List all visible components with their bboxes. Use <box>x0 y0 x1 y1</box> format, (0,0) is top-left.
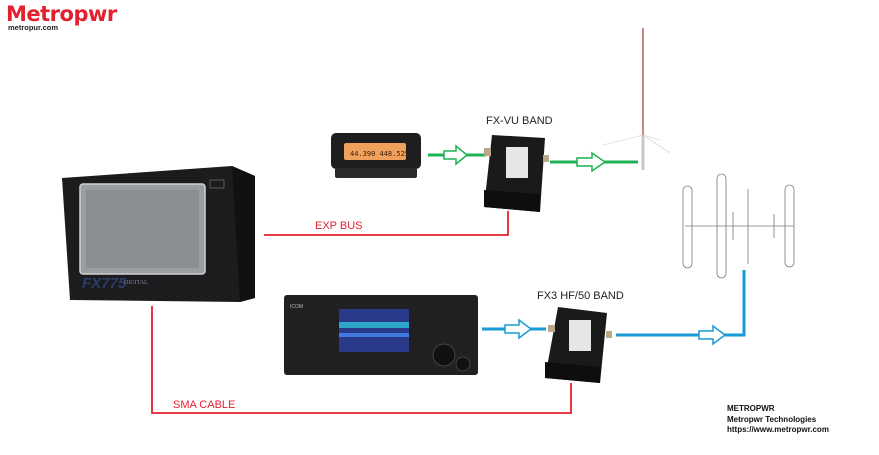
vertical-antenna <box>602 28 671 170</box>
vu-radio-display: 44.390 448.525 <box>350 150 409 158</box>
fx775-model-text: FX775 <box>82 275 127 292</box>
fx3-hf-band-label: FX3 HF/50 BAND <box>537 290 624 302</box>
vu-radio: 44.390 448.525 <box>331 133 421 178</box>
exp-bus-label: EXP BUS <box>315 220 363 232</box>
vu-signal-path <box>428 144 638 173</box>
sma-cable-label: SMA CABLE <box>173 399 236 411</box>
footer-website[interactable]: https://www.metropwr.com <box>727 425 829 434</box>
footer-company: METROPWR <box>727 404 775 413</box>
exp-bus-line <box>264 211 509 236</box>
footer-credits: METROPWR Metropwr Technologies https://w… <box>727 404 829 436</box>
fx-vu-band-label: FX-VU BAND <box>486 115 553 127</box>
footer-company-full: Metropwr Technologies <box>727 414 817 424</box>
hf-radio: ICOM <box>284 295 478 375</box>
metropwr-logo: Metropwr <box>6 2 117 26</box>
yagi-antenna <box>682 173 795 279</box>
sma-cable-line <box>151 306 572 414</box>
hf-signal-path <box>482 270 746 346</box>
metropwr-logo-url: metropur.com <box>8 23 59 32</box>
fx3-hf-band-unit <box>545 307 612 383</box>
fx-vu-band-unit <box>484 135 549 212</box>
hf-radio-brand: ICOM <box>290 304 303 310</box>
fx775-sub-text: DIGITAL <box>124 280 148 286</box>
fx775-amplifier: FX775 DIGITAL <box>62 166 255 302</box>
